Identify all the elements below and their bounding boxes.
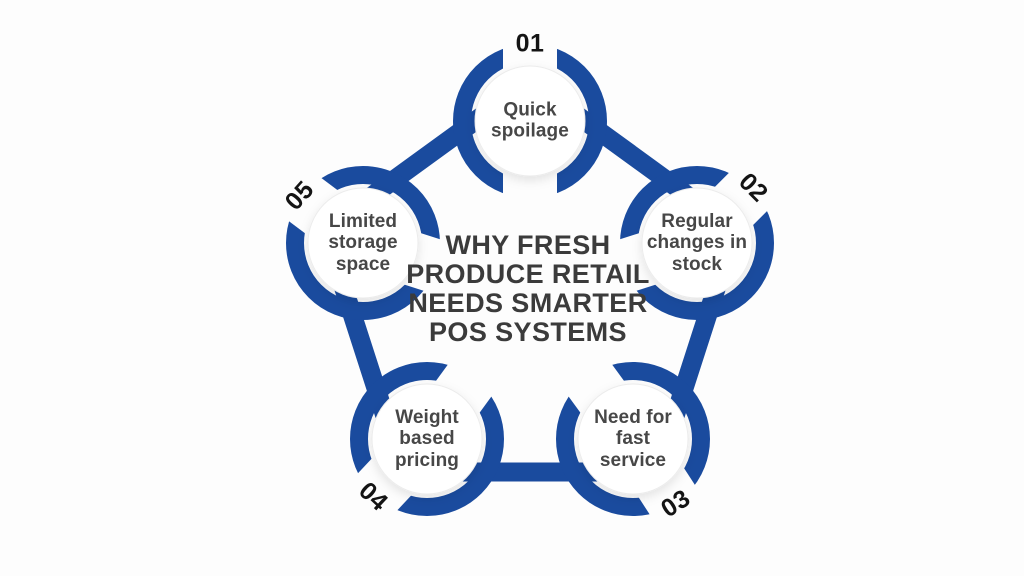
node-circle-05: [307, 187, 419, 299]
node-circle-03: [577, 383, 689, 495]
node-ring-03: [556, 362, 710, 516]
title-line-3: NEEDS SMARTER: [408, 288, 648, 318]
node-circle-02: [641, 187, 753, 299]
node-label-limited-storage-space: Limited storage space: [328, 210, 398, 275]
node-number-01: 01: [515, 29, 545, 58]
node-number-04: 04: [353, 476, 394, 517]
title-line-4: POS SYSTEMS: [429, 317, 627, 347]
title-line-1: WHY FRESH: [445, 230, 611, 260]
node-label-need-for-fast-service: Need for fast service: [594, 406, 672, 471]
node-circle-04: [371, 383, 483, 495]
node-ring-04: [350, 362, 504, 516]
node-number-03: 03: [656, 483, 696, 524]
node-circles: [307, 65, 753, 495]
node-number-02: 02: [733, 167, 774, 208]
title-line-2: PRODUCE RETAIL: [406, 259, 650, 289]
node-label-weight-based-pricing: Weight based pricing: [394, 406, 460, 471]
node-circle-01: [474, 65, 586, 177]
diagram-title: WHY FRESH PRODUCE RETAIL NEEDS SMARTER P…: [388, 231, 668, 347]
node-label-regular-changes-in-stock: Regular changes in stock: [646, 210, 748, 275]
node-label-quick-spoilage: Quick spoilage: [491, 99, 569, 142]
node-number-05: 05: [279, 175, 320, 216]
